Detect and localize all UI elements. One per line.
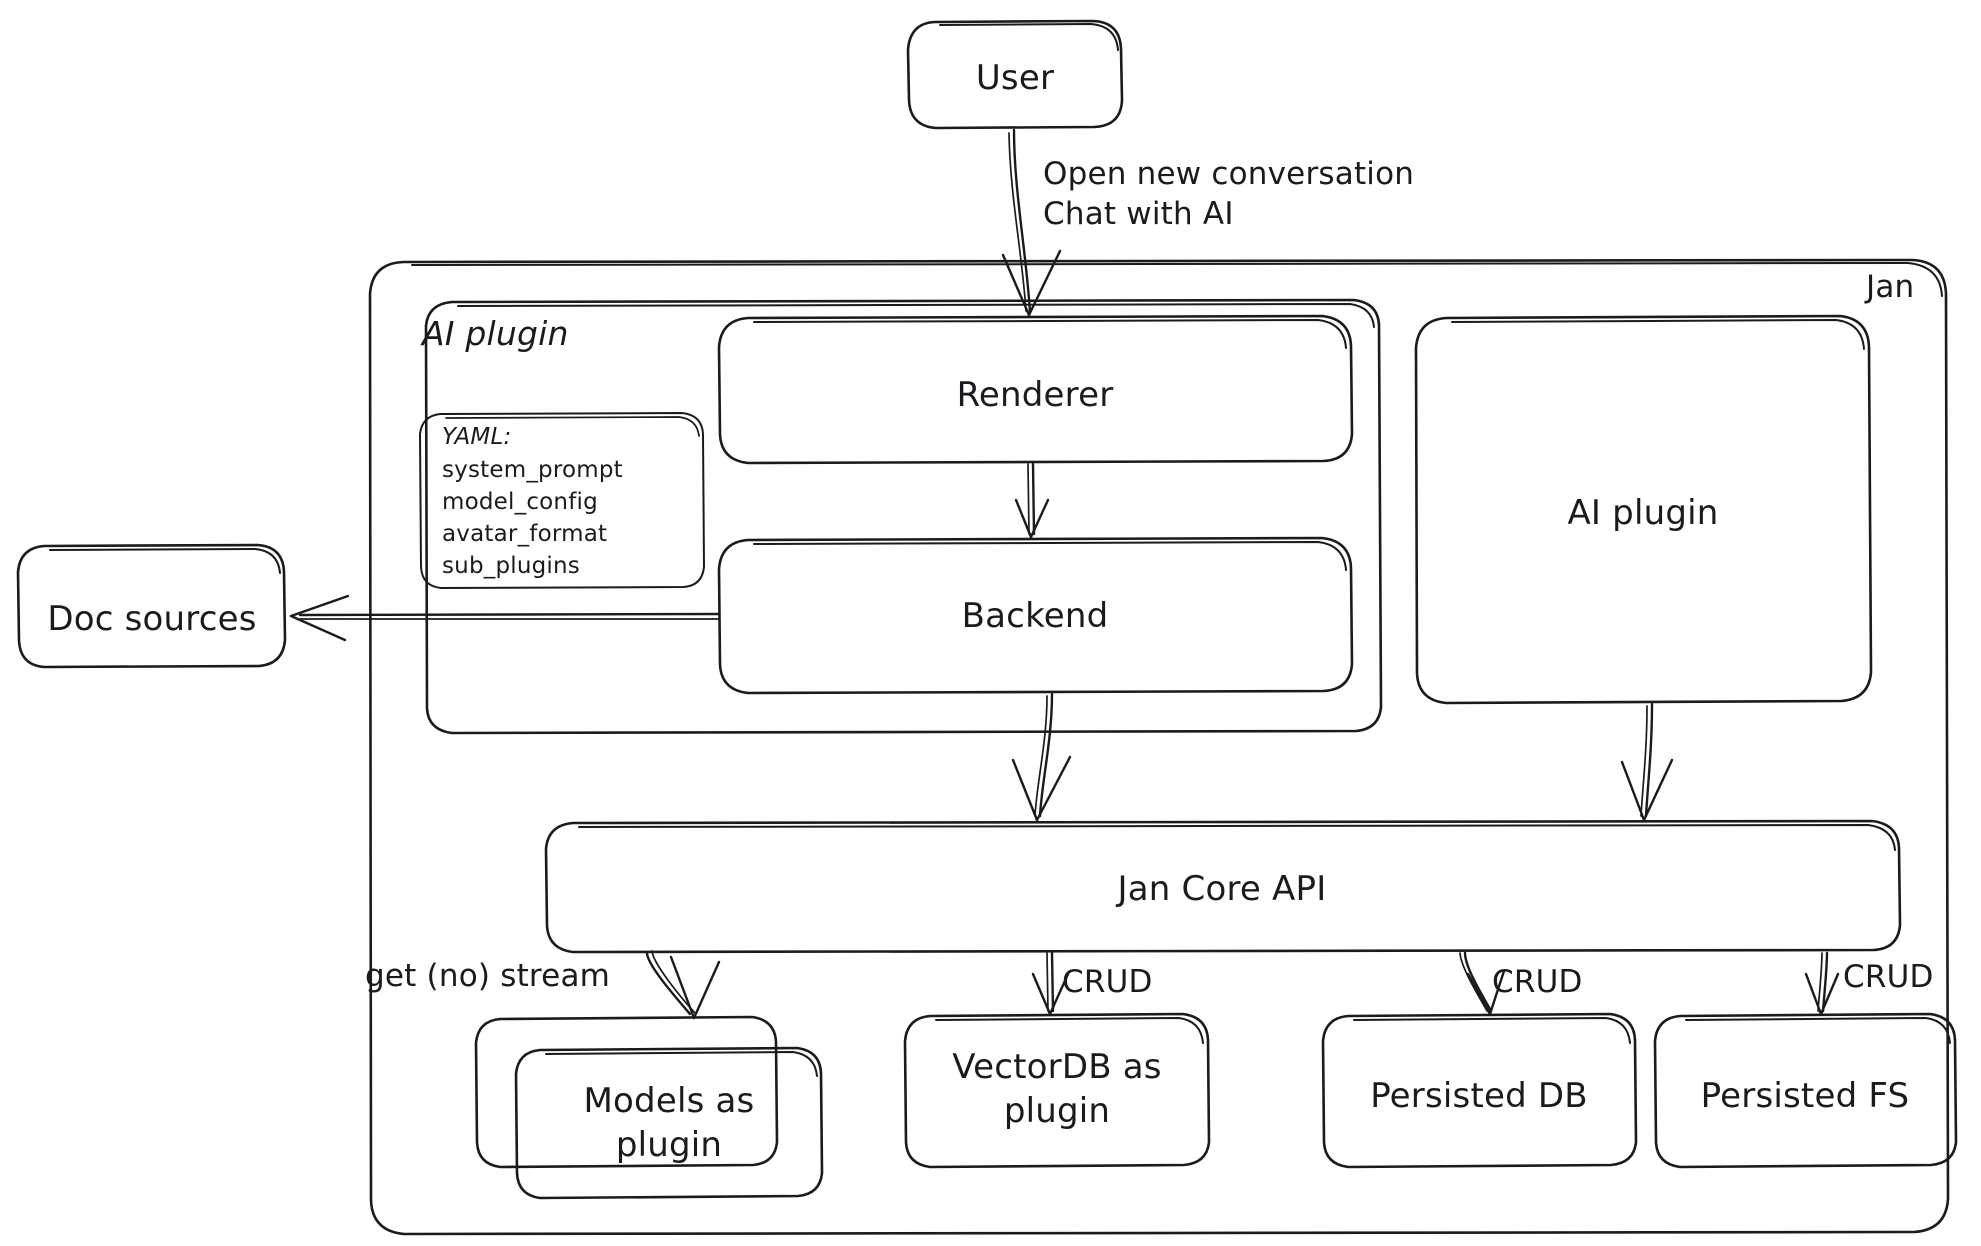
node-ai-plugin-label: AI plugin (1567, 493, 1719, 533)
yaml-card-header: YAML: (442, 424, 512, 450)
node-backend-label: Backend (961, 596, 1109, 636)
node-jan-core-api-label: Jan Core API (1117, 869, 1327, 909)
edge-core-to-models (645, 950, 721, 1020)
node-user-label: User (975, 58, 1055, 98)
yaml-card-key-avatar-format: avatar_format (442, 521, 608, 547)
node-vectordb-plugin-label: VectorDB as plugin (952, 1047, 1162, 1131)
edge-core-to-persisted-fs (1804, 951, 1840, 1016)
group-jan-label: Jan (1866, 269, 1915, 305)
yaml-card-key-system-prompt: system_prompt (442, 457, 623, 483)
edge-core-to-models-label: get (no) stream (365, 958, 611, 994)
group-ai-plugin-label: AI plugin (422, 314, 569, 353)
node-renderer-label: Renderer (956, 375, 1114, 415)
edge-core-to-persisted-db-label: CRUD (1492, 964, 1583, 1000)
edge-core-to-vectordb-label: CRUD (1062, 964, 1153, 1000)
node-persisted-db-label: Persisted DB (1370, 1076, 1588, 1116)
edge-user-to-renderer-label: Open new conversation Chat with AI (1043, 156, 1415, 232)
yaml-card-key-sub-plugins: sub_plugins (442, 553, 580, 579)
edge-ai-plugin-to-core (1620, 702, 1674, 822)
node-doc-sources-label: Doc sources (47, 599, 257, 639)
edge-backend-to-doc-sources (289, 594, 721, 642)
edge-renderer-to-backend (1014, 462, 1050, 539)
node-persisted-fs-label: Persisted FS (1700, 1076, 1910, 1116)
edge-backend-to-core (1011, 692, 1072, 822)
yaml-card-key-model-config: model_config (442, 489, 598, 515)
node-models-plugin-label: Models as plugin (583, 1081, 755, 1165)
edge-core-to-persisted-fs-label: CRUD (1843, 959, 1934, 995)
